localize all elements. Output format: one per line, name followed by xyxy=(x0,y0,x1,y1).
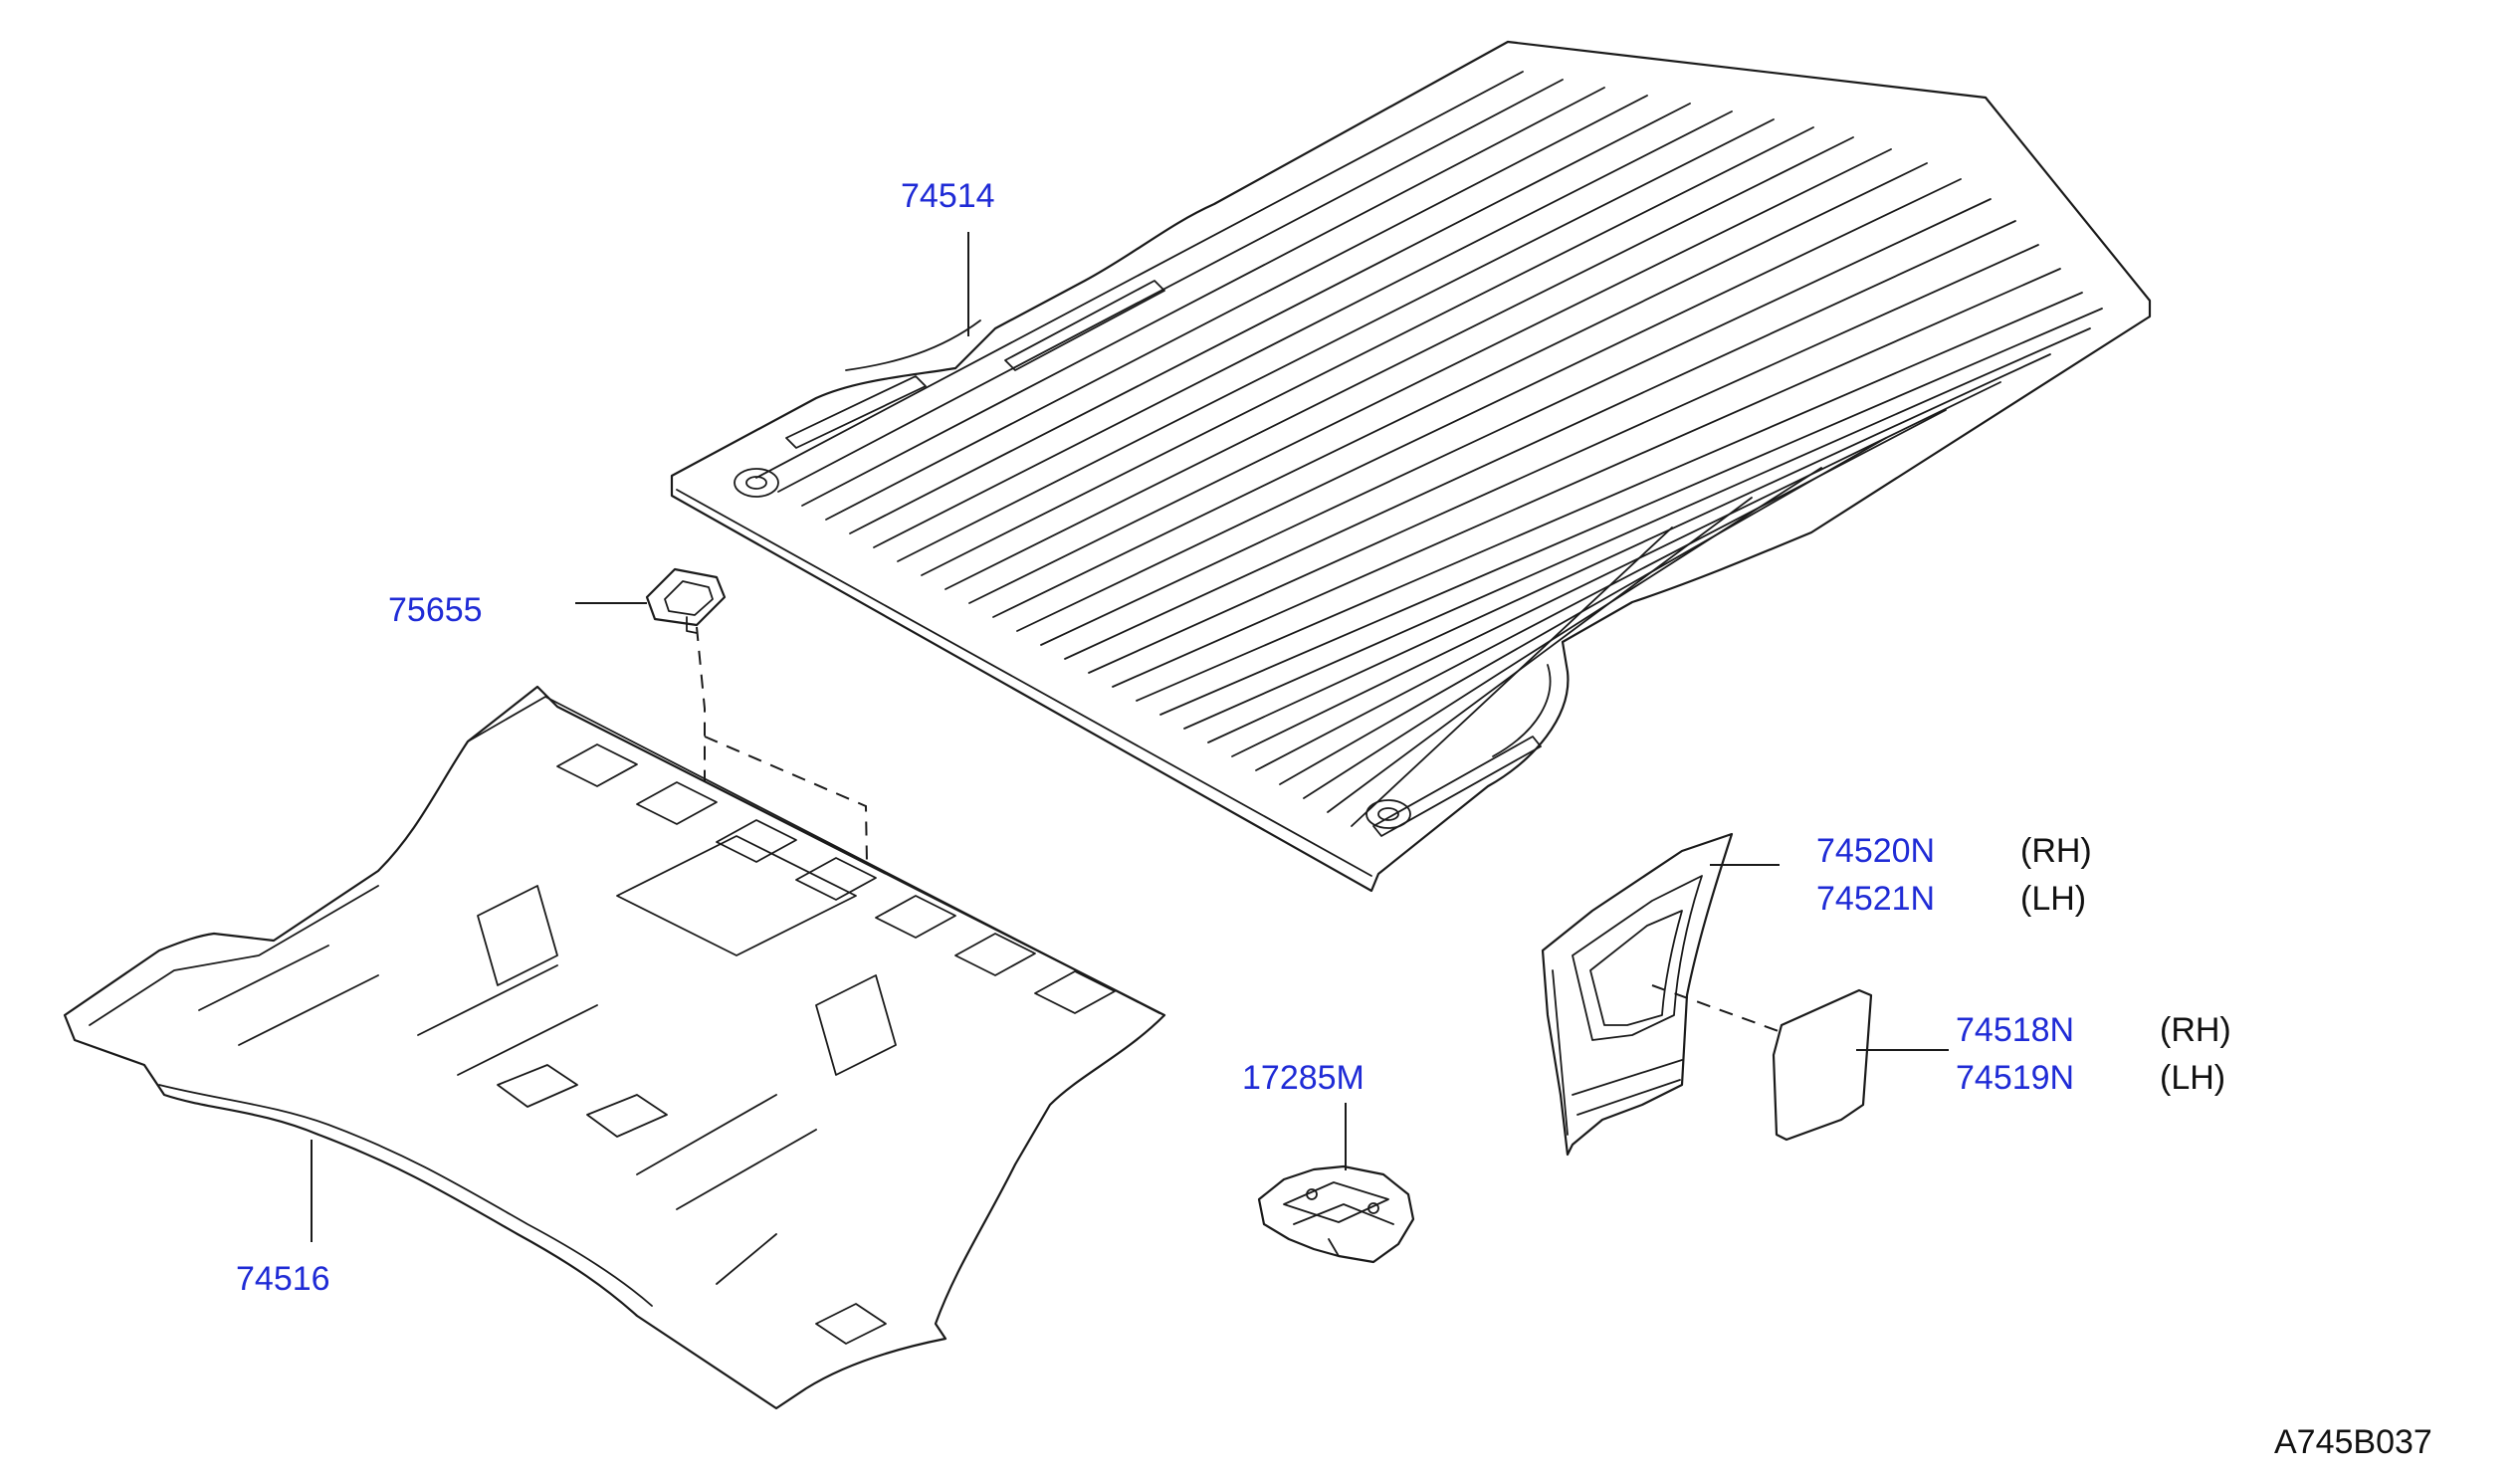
bed-liner-part xyxy=(670,40,2152,893)
callout-17285m: 17285M xyxy=(1242,1059,1365,1097)
floor-panel-part xyxy=(63,685,1166,1410)
callout-74518n: 74518N xyxy=(1956,1011,2074,1049)
side-74521n: (LH) xyxy=(2020,880,2086,918)
bed-liner-ribs xyxy=(755,71,2103,827)
bracket-part xyxy=(1257,1164,1415,1264)
callout-74514: 74514 xyxy=(901,177,995,215)
cover-part xyxy=(1772,988,1873,1142)
side-74518n: (RH) xyxy=(2160,1011,2231,1049)
tie-down-cup-right xyxy=(1365,799,1411,829)
clip-part xyxy=(645,567,727,634)
callout-74516: 74516 xyxy=(236,1260,330,1298)
callout-74521n: 74521N xyxy=(1816,880,1935,918)
tie-down-cup-left xyxy=(734,468,779,498)
side-panel-part xyxy=(1541,832,1734,1157)
callout-74519n: 74519N xyxy=(1956,1059,2074,1097)
side-panel-to-cover-line xyxy=(1651,984,1812,1044)
side-74519n: (LH) xyxy=(2160,1059,2225,1097)
side-74520n: (RH) xyxy=(2020,832,2092,870)
diagram-code: A745B037 xyxy=(2274,1423,2432,1461)
callout-75655: 75655 xyxy=(388,591,483,629)
callout-74520n: 74520N xyxy=(1816,832,1935,870)
floor-panel-ribs xyxy=(556,743,1116,1014)
